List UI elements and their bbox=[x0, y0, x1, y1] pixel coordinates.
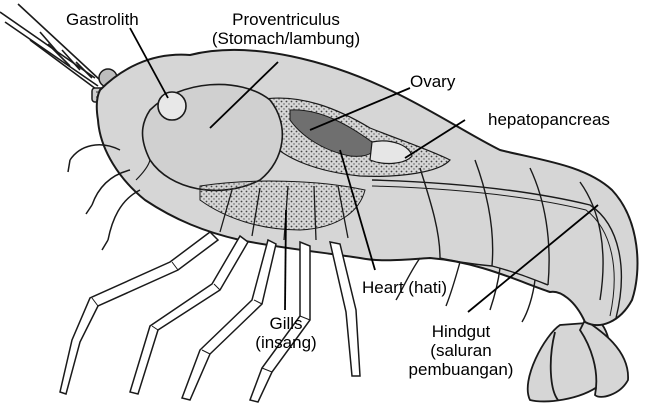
label-gastrolith: Gastrolith bbox=[66, 10, 139, 29]
label-hindgut-line3: pembuangan) bbox=[400, 360, 522, 379]
label-proventriculus-line2: (Stomach/lambung) bbox=[196, 29, 376, 48]
gills-pointer bbox=[285, 210, 286, 310]
label-gills-line2: (insang) bbox=[250, 333, 322, 352]
label-hindgut-line2: (saluran bbox=[400, 341, 522, 360]
label-proventriculus-line1: Proventriculus bbox=[196, 10, 376, 29]
label-ovary: Ovary bbox=[410, 72, 455, 91]
label-gills: Gills (insang) bbox=[250, 314, 322, 352]
label-hindgut: Hindgut (saluran pembuangan) bbox=[400, 322, 522, 379]
tail-fan bbox=[528, 320, 628, 401]
label-hepatopancreas: hepatopancreas bbox=[488, 110, 610, 129]
label-heart: Heart (hati) bbox=[362, 278, 447, 297]
label-hindgut-line1: Hindgut bbox=[400, 322, 522, 341]
gastrolith-region bbox=[158, 92, 186, 120]
label-gills-line1: Gills bbox=[250, 314, 322, 333]
label-proventriculus: Proventriculus (Stomach/lambung) bbox=[196, 10, 376, 48]
